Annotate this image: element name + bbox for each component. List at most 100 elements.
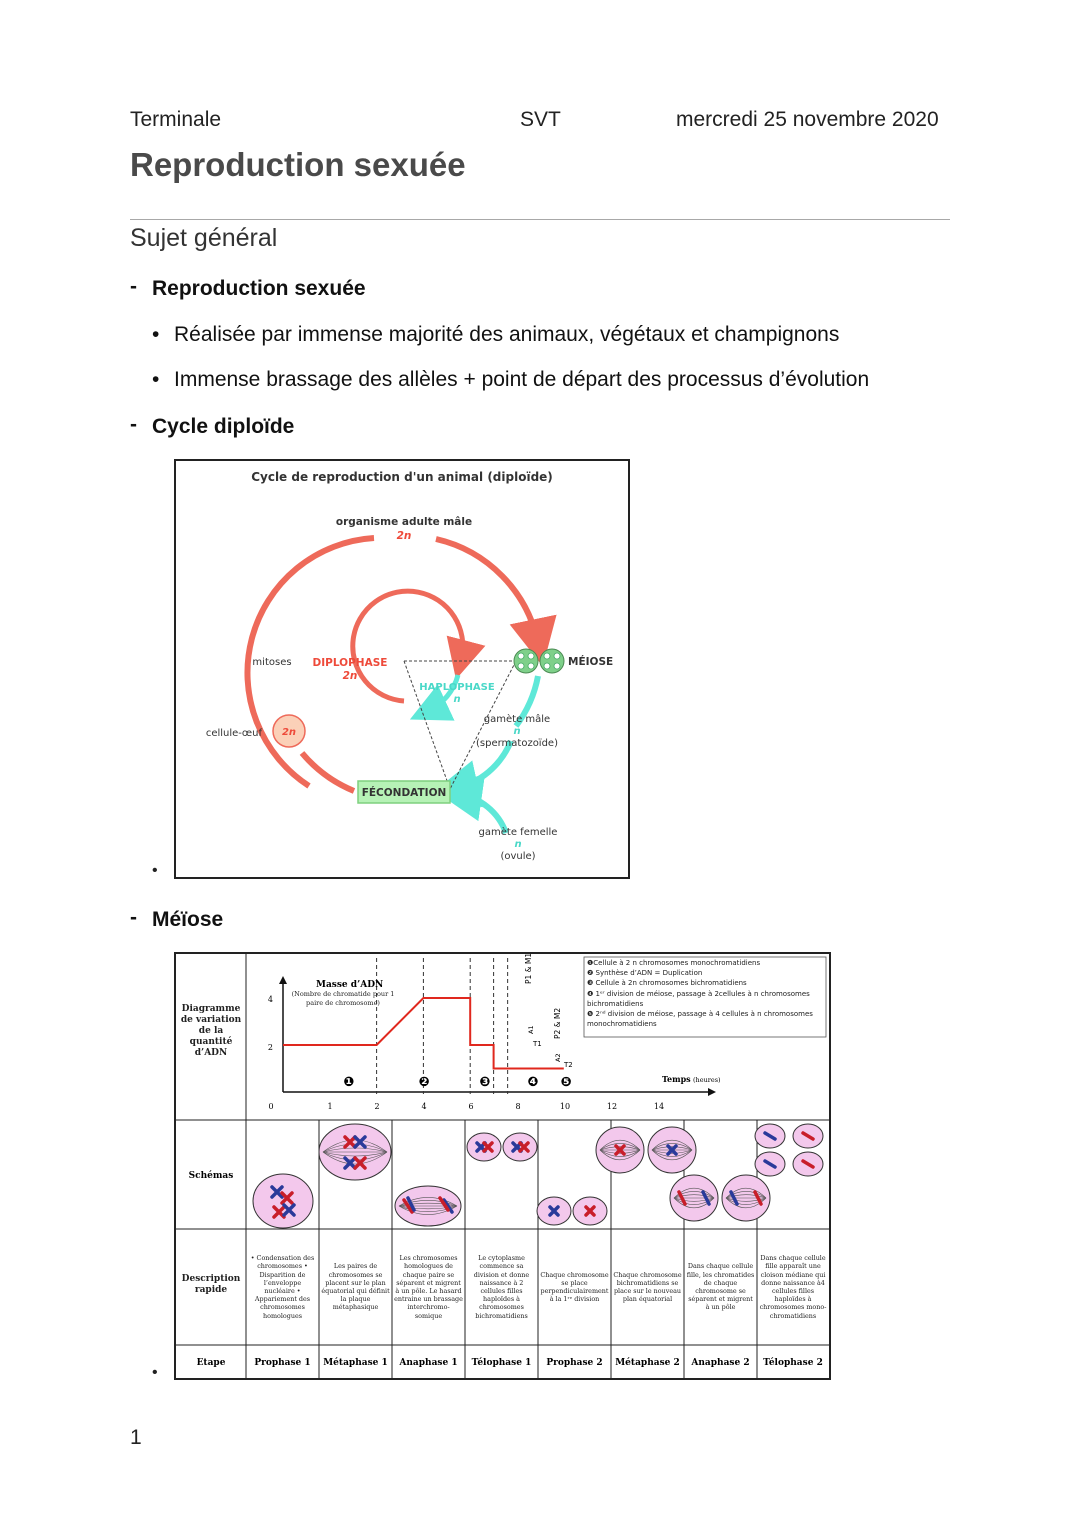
phase-number-1: ❶: [343, 1075, 354, 1090]
row-label-etape: Etape: [197, 1358, 226, 1368]
phase-number-5: ❺: [560, 1075, 571, 1090]
x-tick-label: 0: [268, 1102, 273, 1111]
row-label-diagram: Diagramme de variation de la quantité d’…: [178, 1004, 244, 1059]
diplophase-ploidy: 2n: [343, 670, 358, 682]
etape-label: Télophase 2: [763, 1357, 823, 1368]
gamete-femelle-label: gamète femelle: [479, 826, 558, 838]
marker-t2: T2: [563, 1061, 573, 1069]
y-tick-4: 4: [268, 995, 273, 1004]
bullet-dot: •: [152, 323, 174, 347]
row-label-schemas: Schémas: [189, 1170, 234, 1181]
description-cell: Les chromosomes homologues de chaque pai…: [394, 1232, 463, 1344]
graph-ylabel-note: (Nombre de chromatide pour 1 paire de ch…: [288, 990, 398, 1008]
spermatozoide-label: (spermatozoïde): [476, 738, 558, 749]
marker-p2m2: P2 & M2: [553, 1008, 562, 1039]
marker-a2: A2: [554, 1053, 562, 1062]
page-title: Reproduction sexuée: [130, 146, 466, 184]
description-text: Dans chaque cellule fille apparaît une c…: [759, 1232, 827, 1342]
title-divider: [130, 219, 950, 220]
ovule-label: (ovule): [500, 851, 535, 862]
x-tick-label: 4: [421, 1102, 426, 1111]
bullet-dot: •: [152, 862, 158, 880]
description-text: Chaque chromosome bichromatidiens se pla…: [613, 1232, 682, 1342]
gamete-femelle-ploidy: n: [514, 839, 521, 850]
mitoses-label: mitoses: [252, 657, 291, 668]
etape-label: Prophase 1: [254, 1358, 310, 1368]
header-date: mercredi 25 novembre 2020: [676, 108, 939, 132]
phase-number-4: ❹: [527, 1075, 538, 1090]
adult-ploidy: 2n: [397, 530, 412, 542]
cell-telophase1-icon: [503, 1133, 537, 1161]
haplophase-label: HAPLOPHASE: [419, 682, 495, 693]
description-cell: Dans chaque cellule fille apparaît une c…: [759, 1232, 827, 1344]
cellule-oeuf-ploidy: 2n: [282, 727, 296, 738]
legend-item: ❶Cellule à 2 n chromosomes monochromatid…: [587, 958, 825, 968]
graph-xlabel: Temps: [662, 1074, 691, 1084]
y-axis-arrow-icon: [279, 976, 287, 984]
graph-legend: ❶Cellule à 2 n chromosomes monochromatid…: [587, 958, 825, 1038]
header-subject: SVT: [520, 108, 561, 132]
x-tick-label: 6: [468, 1102, 473, 1111]
graph-ylabel: Masse d’ADN: [316, 980, 383, 990]
x-tick-label: 1: [327, 1102, 332, 1111]
etape-cells: Prophase 1Métaphase 1Anaphase 1Télophase…: [254, 1357, 823, 1368]
page-number: 1: [130, 1426, 142, 1450]
y-tick-2: 2: [268, 1043, 273, 1052]
etape-label: Télophase 1: [472, 1357, 532, 1368]
marker-a1: A1: [527, 1025, 535, 1034]
cycle-title: Cycle de reproduction d'un animal (diplo…: [251, 470, 553, 484]
dashed-line: [404, 661, 450, 789]
meiose-label: MÉIOSE: [568, 655, 613, 668]
description-cell: Dans chaque cellule fille, les chromatid…: [686, 1232, 755, 1344]
dash-marker: -: [130, 906, 137, 930]
row-label-diagram-box: Diagramme de variation de la quantité d’…: [178, 1004, 244, 1074]
x-tick-label: 12: [607, 1102, 617, 1111]
x-tick-label: 8: [515, 1102, 520, 1111]
outer-cycle-right-arc: [436, 539, 538, 643]
inner-haplophase-arc: [428, 675, 458, 711]
etape-label: Anaphase 2: [690, 1358, 749, 1368]
egg-arc: [302, 753, 354, 791]
legend-item: ❸ Cellule à 2n chromosomes bichromatidie…: [587, 978, 825, 988]
description-text: Chaque chromosome se place perpendiculai…: [540, 1232, 609, 1342]
cycle-diagram: Cycle de reproduction d'un animal (diplo…: [176, 461, 628, 877]
marker-p1m1: P1 & M1: [524, 954, 533, 984]
x-tick-label: 2: [374, 1102, 379, 1111]
legend-item: ❷ Synthèse d’ADN = Duplication: [587, 968, 825, 978]
bullet-dot: •: [152, 368, 174, 392]
adult-label: organisme adulte mâle: [336, 516, 472, 528]
meiose-figure: Diagramme de variation de la quantité d’…: [174, 952, 831, 1380]
cycle-figure: Cycle de reproduction d'un animal (diplo…: [174, 459, 630, 879]
bullet-text: Immense brassage des allèles + point de …: [174, 368, 869, 391]
etape-label: Métaphase 2: [615, 1357, 680, 1368]
row-label-description: Description rapide: [178, 1274, 244, 1296]
legend-item: ❺ 2ⁿᵈ division de méiose, passage à 4 ce…: [587, 1009, 825, 1029]
graph-xlabel-unit: (heures): [693, 1076, 721, 1084]
x-tick-label: 14: [654, 1102, 664, 1111]
page-subtitle: Sujet général: [130, 224, 277, 253]
section-label: Méïose: [152, 908, 223, 932]
description-cell: Les paires de chromosomes se placent sur…: [321, 1232, 390, 1344]
header-level: Terminale: [130, 108, 221, 132]
section-label: Cycle diploïde: [152, 415, 294, 439]
description-text: Les chromosomes homologues de chaque pai…: [394, 1232, 463, 1342]
description-text: Dans chaque cellule fille, les chromatid…: [686, 1232, 755, 1342]
bullet-item: •Immense brassage des allèles + point de…: [152, 368, 869, 392]
description-cell: Le cytoplasme commence sa division et do…: [467, 1232, 536, 1344]
dashed-line: [450, 661, 516, 789]
etape-label: Anaphase 1: [398, 1358, 457, 1368]
marker-t1: T1: [532, 1040, 542, 1048]
gamete-male-label: gamète mâle: [484, 713, 550, 725]
description-text: Le cytoplasme commence sa division et do…: [467, 1232, 536, 1342]
section-label: Reproduction sexuée: [152, 277, 366, 301]
fecondation-label: FÉCONDATION: [362, 786, 447, 799]
description-cell: Chaque chromosome se place perpendiculai…: [540, 1232, 609, 1344]
x-axis-arrow-icon: [708, 1088, 716, 1096]
dash-marker: -: [130, 413, 137, 437]
description-text: • Condensation des chromosomes • Dispari…: [248, 1232, 317, 1342]
description-text: Les paires de chromosomes se placent sur…: [321, 1232, 390, 1342]
description-cell: • Condensation des chromosomes • Dispari…: [248, 1232, 317, 1344]
description-cell: Chaque chromosome bichromatidiens se pla…: [613, 1232, 682, 1344]
dash-marker: -: [130, 275, 137, 299]
